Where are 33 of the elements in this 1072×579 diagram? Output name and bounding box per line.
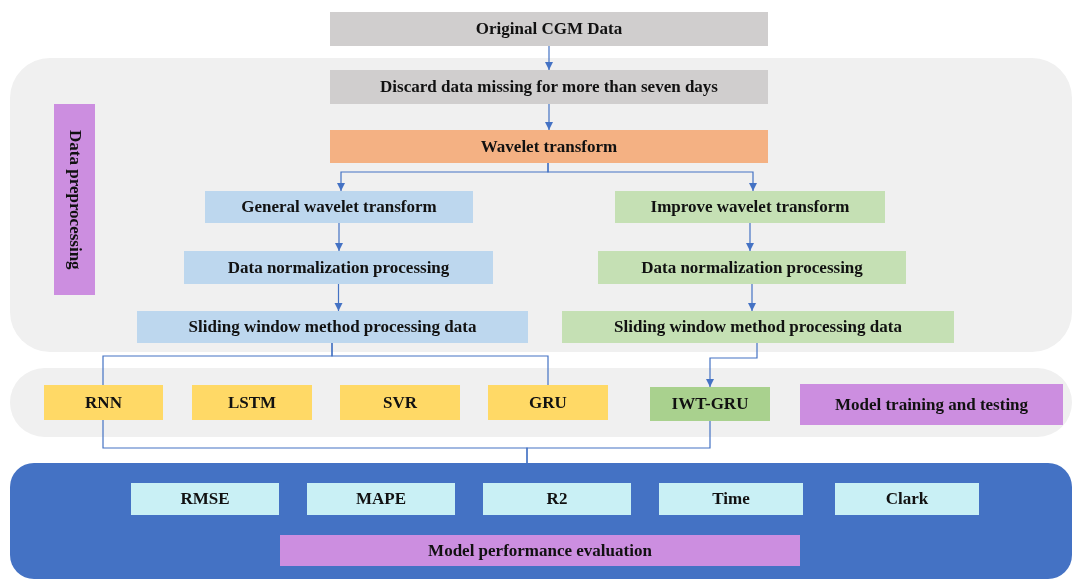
process-box: Wavelet transform <box>330 130 768 163</box>
process-box: Original CGM Data <box>330 12 768 46</box>
process-box: Improve wavelet transform <box>615 191 885 223</box>
section-label: Data preprocessing <box>54 104 95 295</box>
section-label: Model training and testing <box>800 384 1063 425</box>
model-box: SVR <box>340 385 460 420</box>
process-box: Discard data missing for more than seven days <box>330 70 768 104</box>
metric-box: MAPE <box>307 483 455 515</box>
process-box: General wavelet transform <box>205 191 473 223</box>
model-box: IWT-GRU <box>650 387 770 421</box>
connector-arrow <box>544 103 554 131</box>
connector-arrow <box>334 222 344 252</box>
panel-background <box>10 463 1072 579</box>
panel-background <box>10 368 1072 437</box>
connector-arrow <box>747 283 757 312</box>
connector-arrow <box>544 45 554 71</box>
metric-box: R2 <box>483 483 631 515</box>
connector-arrow <box>547 162 758 192</box>
connector-arrow <box>334 283 343 312</box>
model-box: RNN <box>44 385 163 420</box>
metric-box: RMSE <box>131 483 279 515</box>
connector-arrow <box>745 222 755 252</box>
metric-box: Clark <box>835 483 979 515</box>
panel-background <box>10 58 1072 352</box>
connector-arrow <box>705 342 758 388</box>
model-box: GRU <box>488 385 608 420</box>
process-box: Data normalization processing <box>184 251 493 284</box>
section-label: Model performance evaluation <box>280 535 800 566</box>
model-box: LSTM <box>192 385 312 420</box>
metric-box: Time <box>659 483 803 515</box>
process-box: Sliding window method processing data <box>562 311 954 343</box>
process-box: Data normalization processing <box>598 251 906 284</box>
process-box: Sliding window method processing data <box>137 311 528 343</box>
